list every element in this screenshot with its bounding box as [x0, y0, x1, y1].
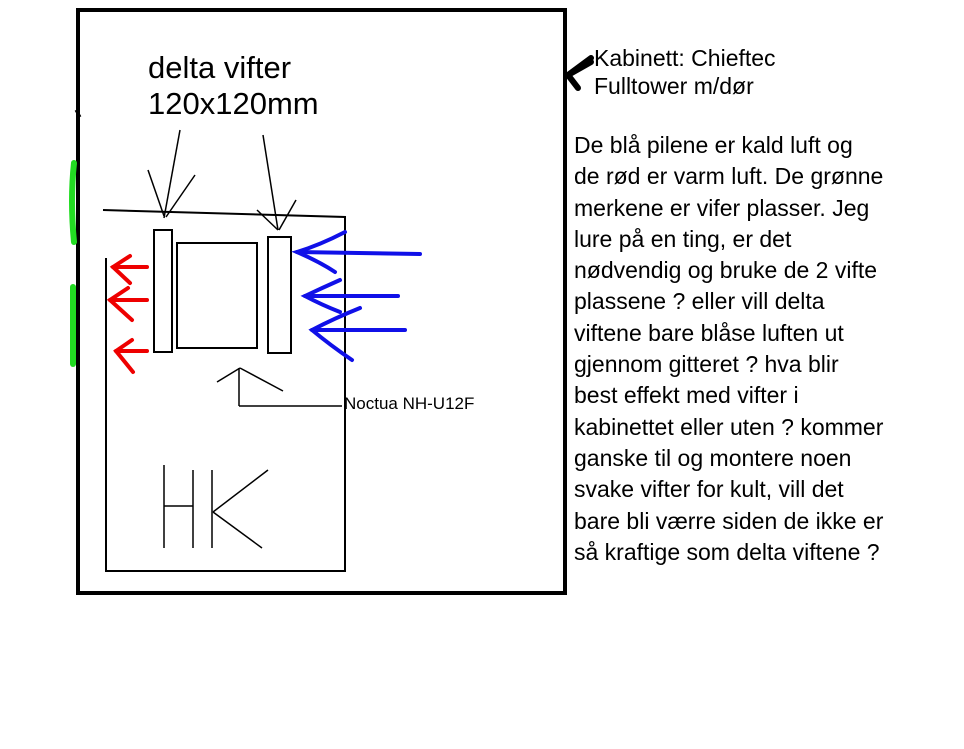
cabinet-label: Kabinett: Chieftec Fulltower m/dør	[594, 44, 776, 100]
heatsink	[176, 242, 258, 349]
cold-air-arrow-2-head	[300, 278, 342, 314]
hot-air-arrow-1-head	[109, 254, 132, 285]
hk-mark	[163, 465, 269, 549]
question-line: lure på en ting, er det	[574, 225, 792, 252]
fans-title-line: 120x120mm	[148, 86, 319, 121]
question-line: de rød er varm luft. De grønne	[574, 163, 884, 190]
question-line: ganske til og montere noen	[574, 444, 852, 471]
fan-title-pointer-right	[256, 134, 297, 231]
fan-right	[267, 236, 292, 354]
cabinet-edge-tick	[74, 109, 82, 118]
cold-air-arrow-1	[295, 250, 422, 256]
hot-air-arrows	[106, 254, 149, 374]
question-line: gjennom gitteret ? hva blir	[574, 351, 839, 378]
question-line: så kraftige som delta viftene ?	[574, 538, 880, 565]
cooler-pointer	[216, 367, 342, 407]
motherboard-outline	[102, 209, 346, 572]
question-line: viftene bare blåse luften ut	[574, 319, 844, 346]
question-line: nødvendig og bruke de 2 vifte	[574, 257, 878, 284]
cabinet-outline	[76, 8, 567, 595]
cold-air-arrow-1-head	[291, 230, 347, 274]
fans-title-line: delta vifter	[148, 50, 292, 85]
cold-air-arrows	[291, 230, 422, 362]
question-line: De blå pilene er kald luft og	[574, 132, 853, 158]
question-line: svake vifter for kult, vill det	[574, 476, 844, 503]
fan-title-pointer-left	[147, 129, 196, 219]
question-text: De blå pilene er kald luft og de rød er …	[574, 130, 959, 568]
hot-air-arrow-3-head	[113, 338, 135, 374]
question-line: merkene er vifer plasser. Jeg	[574, 194, 870, 221]
question-line: plassene ? eller vill delta	[574, 288, 825, 315]
question-line: bare bli værre siden de ikke er	[574, 507, 884, 534]
cold-air-arrow-3-head	[308, 306, 362, 362]
fan-left	[153, 229, 173, 353]
question-line: best effekt med vifter i	[574, 382, 799, 409]
cabinet-label-arrow	[565, 55, 594, 91]
cabinet-label-line: Fulltower m/dør	[594, 73, 754, 99]
fan-slot-mark-top	[69, 160, 77, 245]
question-line: kabinettet eller uten ? kommer	[574, 413, 884, 440]
hot-air-arrow-2-head	[106, 286, 134, 322]
fans-title: delta vifter 120x120mm	[148, 50, 319, 122]
cooler-label: Noctua NH-U12F	[344, 394, 475, 413]
cabinet-label-line: Kabinett: Chieftec	[594, 45, 776, 71]
